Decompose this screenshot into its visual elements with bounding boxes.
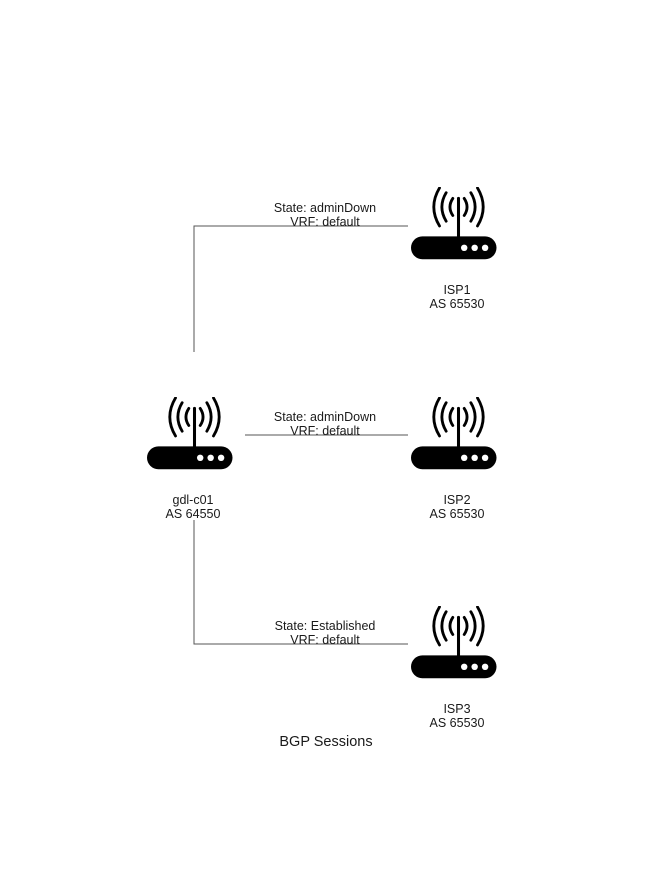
node-name-label: ISP2 — [443, 493, 470, 507]
router-icon — [147, 397, 235, 471]
node-as-label: AS 65530 — [430, 716, 485, 730]
router-icon — [411, 397, 499, 471]
node-isp2: ISP2 AS 65530 — [411, 397, 499, 521]
node-local-router: gdl-c01 AS 64550 — [147, 397, 235, 521]
node-as-label: AS 65530 — [430, 507, 485, 521]
connectors — [193, 225, 408, 645]
router-icon — [411, 606, 499, 680]
session-vrf-label: VRF: default — [290, 633, 360, 647]
node-isp3: ISP3 AS 65530 — [411, 606, 499, 730]
connector-isp1 — [193, 225, 408, 352]
node-as-label: AS 65530 — [430, 297, 485, 311]
router-icon — [411, 187, 499, 261]
node-isp1: ISP1 AS 65530 — [411, 187, 499, 311]
node-name-label: ISP1 — [443, 283, 470, 297]
session-state-label: State: Established — [275, 619, 376, 633]
node-name-label: ISP3 — [443, 702, 470, 716]
edge-label-isp2: State: adminDown VRF: default — [274, 410, 376, 438]
diagram-title: BGP Sessions — [279, 734, 372, 750]
session-state-label: State: adminDown — [274, 201, 376, 215]
edge-label-isp1: State: adminDown VRF: default — [274, 201, 376, 229]
node-name-label: gdl-c01 — [173, 493, 214, 507]
node-as-label: AS 64550 — [166, 507, 221, 521]
connector-isp3 — [193, 520, 408, 645]
edge-label-isp3: State: Established VRF: default — [275, 619, 376, 647]
session-vrf-label: VRF: default — [290, 215, 360, 229]
session-vrf-label: VRF: default — [290, 424, 360, 438]
session-state-label: State: adminDown — [274, 410, 376, 424]
